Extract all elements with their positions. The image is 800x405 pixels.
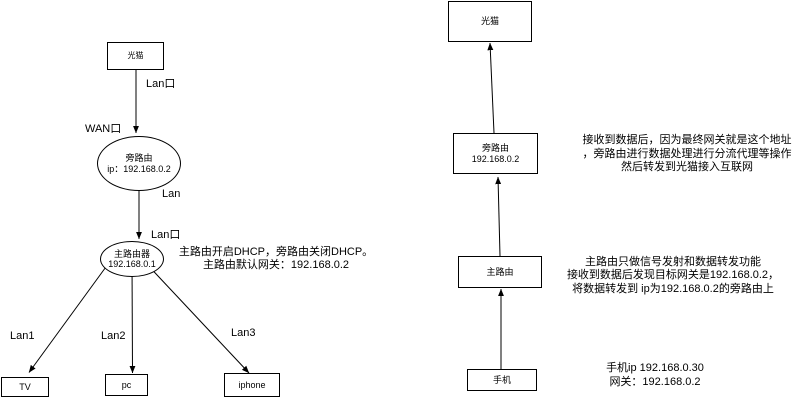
left-side-router-name: 旁路由 xyxy=(125,153,153,163)
left-main-router-to-iphone-arrow xyxy=(142,259,250,374)
left-main-router-to-pc-arrow xyxy=(129,259,136,374)
left-dhcp-note-line1: 主路由开启DHCP，旁路由关闭DHCP。 xyxy=(178,245,374,258)
right-side-router-box: 旁路由 192.168.0.2 xyxy=(453,133,538,174)
left-side-router-ellipse: 旁路由 ip：192.168.0.2 xyxy=(97,136,181,191)
left-modem-lan-port-label: Lan口 xyxy=(146,78,176,90)
left-side-router-ip: ip：192.168.0.2 xyxy=(107,163,171,174)
left-pc-label: pc xyxy=(121,379,132,390)
right-main-router-note-line2: 接收到数据后发现目标网关是192.168.0.2， xyxy=(566,269,780,282)
right-side-router-note-line3: 然后转发到光猫接入互联网 xyxy=(621,161,753,174)
right-side-router-to-modem-arrow xyxy=(487,42,495,134)
left-pc-box: pc xyxy=(105,374,148,396)
right-phone-box: 手机 xyxy=(467,369,537,391)
left-lan1-label: Lan1 xyxy=(10,330,35,342)
right-side-router-ip: 192.168.0.2 xyxy=(471,153,520,164)
right-side-router-note-line2: ，旁路由进行数据处理进行分流代理等操作 xyxy=(582,147,792,160)
left-modem-box: 光猫 xyxy=(107,42,164,70)
left-tv-box: TV xyxy=(1,377,49,397)
right-phone-note-line2: 网关：192.168.0.2 xyxy=(609,375,701,388)
right-phone-label: 手机 xyxy=(492,374,511,385)
right-side-router-note-line1: 接收到数据后，因为最终网关就是这个地址 xyxy=(582,134,792,146)
right-side-router-note: 接收到数据后，因为最终网关就是这个地址 ，旁路由进行数据处理进行分流代理等操作 … xyxy=(577,134,797,175)
right-main-router-to-side-router-arrow xyxy=(495,176,502,257)
left-main-router-lan-port-label: Lan口 xyxy=(151,229,181,241)
left-lan2-label: Lan2 xyxy=(101,330,126,342)
left-dhcp-note: 主路由开启DHCP，旁路由关闭DHCP。 主路由默认网关：192.168.0.2 xyxy=(166,246,386,273)
right-phone-note: 手机ip 192.168.0.30 网关：192.168.0.2 xyxy=(595,362,715,389)
right-modem-box: 光猫 xyxy=(448,1,532,42)
left-iphone-box: iphone xyxy=(224,373,280,397)
left-main-router-to-tv-arrow xyxy=(28,259,112,373)
left-main-router-ellipse: 主路由器 192.168.0.1 xyxy=(100,241,164,277)
left-lan3-label: Lan3 xyxy=(231,327,256,339)
left-wan-port-label: WAN口 xyxy=(85,123,122,135)
left-tv-label: TV xyxy=(19,381,31,392)
left-main-router-name: 主路由器 xyxy=(113,248,150,259)
right-main-router-note: 主路由只做信号发射和数据转发功能 接收到数据后发现目标网关是192.168.0.… xyxy=(563,256,783,297)
right-phone-note-line1: 手机ip 192.168.0.30 xyxy=(606,362,704,374)
right-side-router-name: 旁路由 xyxy=(481,143,509,153)
right-main-router-box: 主路由 xyxy=(458,256,542,288)
left-iphone-label: iphone xyxy=(238,379,266,390)
left-modem-label: 光猫 xyxy=(127,51,144,60)
right-main-router-note-line1: 主路由只做信号发射和数据转发功能 xyxy=(585,255,761,268)
right-main-router-label: 主路由 xyxy=(486,266,514,277)
right-modem-label: 光猫 xyxy=(480,16,499,27)
left-main-router-ip: 192.168.0.1 xyxy=(108,259,156,269)
right-main-router-note-line3: 将数据转发到 ip为192.168.0.2的旁路由上 xyxy=(572,282,774,295)
left-dhcp-note-line2: 主路由默认网关：192.168.0.2 xyxy=(202,259,350,272)
left-side-router-lan-label: Lan xyxy=(162,188,181,200)
